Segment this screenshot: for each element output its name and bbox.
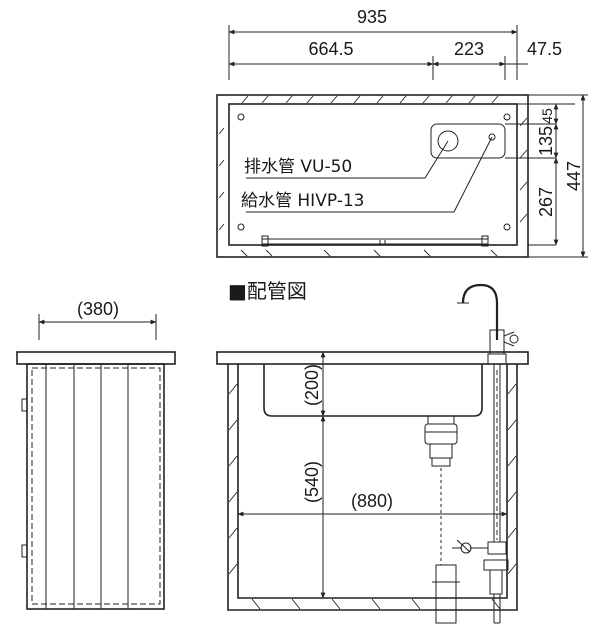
segment-c-label: 47.5 xyxy=(527,39,562,59)
side-cabinet xyxy=(26,363,165,610)
supply-line xyxy=(452,364,509,624)
top-outer-rect xyxy=(216,94,529,258)
faucet xyxy=(457,283,519,365)
bottom-rail xyxy=(261,235,489,247)
overall-width-label: 935 xyxy=(357,7,387,27)
front-countertop xyxy=(216,351,529,365)
supply-leader xyxy=(246,136,493,213)
drain-pipe xyxy=(432,564,460,624)
drain-hole xyxy=(437,130,459,152)
top-width-dimensions: 935 664.5 223 47.5 xyxy=(228,7,562,80)
depth-mid-label: 135 xyxy=(536,126,556,156)
segment-a-label: 664.5 xyxy=(308,39,353,59)
drain-pipe-label: 排水管 VU-50 xyxy=(244,157,352,177)
top-depth-dimensions: 45 135 267 447 xyxy=(505,94,588,258)
floor-to-basin-label: (540) xyxy=(302,461,322,503)
top-view: 935 664.5 223 47.5 xyxy=(216,7,588,258)
side-view: (380) xyxy=(16,299,176,610)
supply-pipe-label: 給水管 HIVP-13 xyxy=(241,191,364,211)
side-depth-label: (380) xyxy=(77,299,119,319)
side-countertop xyxy=(16,351,176,365)
drain-leader xyxy=(246,140,449,179)
diagram-title: ■配管図 xyxy=(228,279,307,303)
depth-total-label: 447 xyxy=(564,161,584,191)
inner-width-label: (880) xyxy=(351,491,393,511)
top-inner-rect xyxy=(228,103,518,246)
sink-basin xyxy=(263,364,483,417)
faucet-deck-plate xyxy=(430,123,506,159)
top-hatch xyxy=(218,95,528,257)
depth-lower-label: 267 xyxy=(536,187,556,217)
front-vertical-dimensions: (200) (540) xyxy=(302,351,326,599)
front-horizontal-dimension: (880) xyxy=(237,491,508,517)
front-view: (200) (540) (880) xyxy=(216,283,529,624)
drain-trap xyxy=(424,415,458,565)
basin-depth-label: (200) xyxy=(302,364,322,406)
supply-hole xyxy=(488,133,496,141)
depth-small-label: 45 xyxy=(539,108,555,124)
segment-b-label: 223 xyxy=(454,39,484,59)
front-hatch xyxy=(228,383,517,610)
